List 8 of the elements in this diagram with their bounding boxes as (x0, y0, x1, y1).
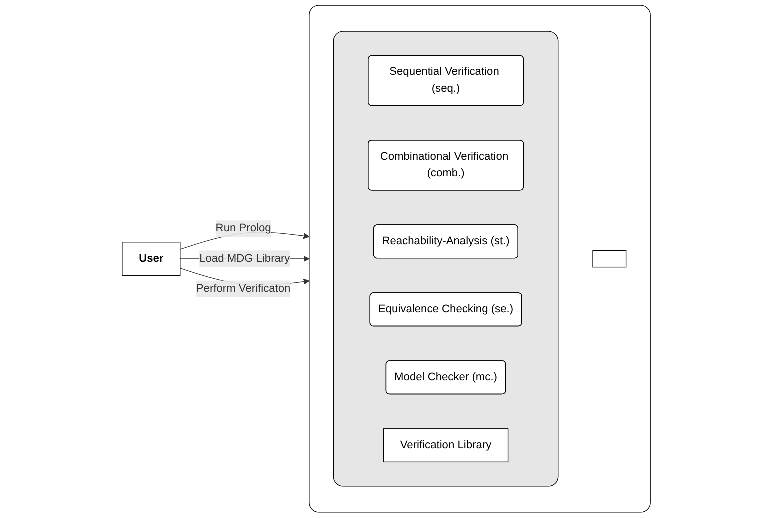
edge-label: Perform Verificaton (196, 282, 291, 295)
edge-label: Run Prolog (216, 222, 272, 234)
edge-label: Load MDG Library (200, 252, 290, 265)
node-box (592, 250, 627, 268)
cluster (309, 5, 651, 513)
node-box: User (122, 242, 181, 276)
cluster (333, 31, 559, 487)
node-box: Verification Library (383, 428, 509, 463)
